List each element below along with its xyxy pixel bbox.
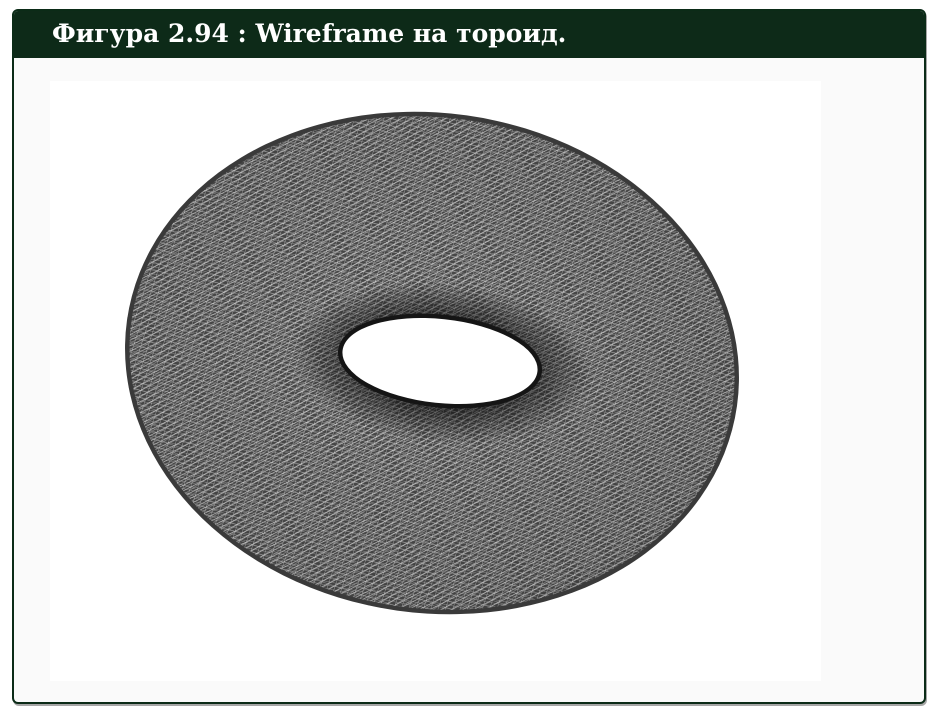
figure-caption: Фигура 2.94 : Wireframe на тороид. bbox=[52, 19, 567, 48]
figure-title-bar: Фигура 2.94 : Wireframe на тороид. bbox=[14, 11, 924, 58]
figure-box: Фигура 2.94 : Wireframe на тороид. bbox=[12, 9, 926, 704]
torus-wireframe-image bbox=[50, 81, 821, 681]
figure-image-area bbox=[50, 81, 821, 681]
